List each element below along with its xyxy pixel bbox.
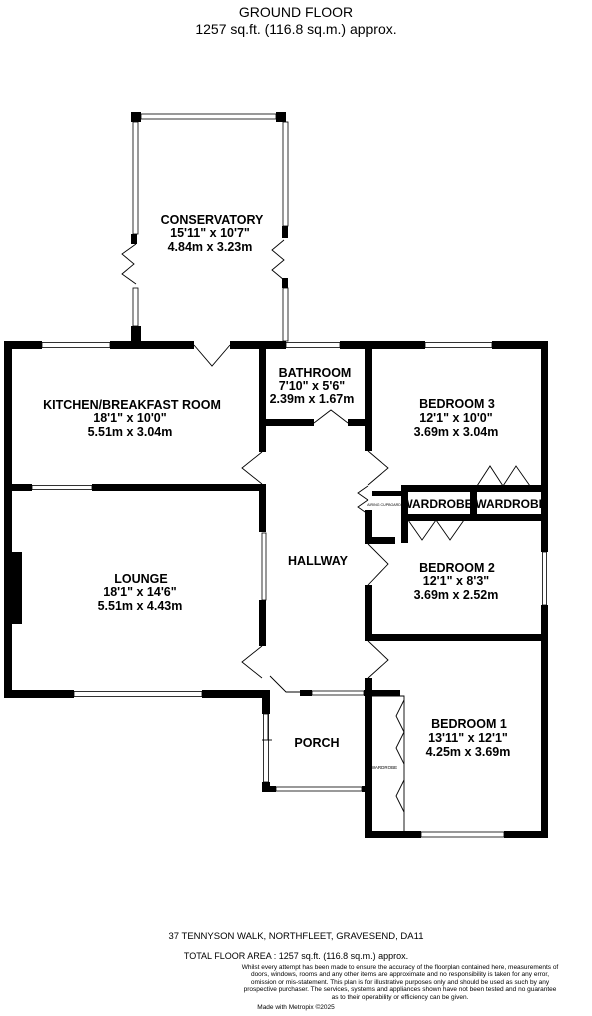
lounge-metric: 5.51m x 4.43m — [98, 599, 183, 613]
bedroom3-label: BEDROOM 3 — [419, 397, 495, 411]
conservatory-metric: 4.84m x 3.23m — [168, 240, 253, 254]
lounge-imperial: 18'1" x 14'6" — [103, 585, 176, 599]
plan-title: GROUND FLOOR — [238, 4, 354, 20]
bedroom2-metric: 3.69m x 2.52m — [414, 588, 499, 602]
doors — [121, 239, 531, 831]
conservatory-imperial: 15'11" x 10'7" — [170, 226, 250, 240]
made-with: Made with Metropix ©2025 — [257, 1004, 335, 1011]
bathroom-label: BATHROOM — [279, 366, 352, 380]
plan-subtitle: 1257 sq.ft. (116.8 sq.m.) approx. — [195, 21, 397, 37]
hallway-label: HALLWAY — [288, 554, 349, 568]
windows — [31, 113, 547, 838]
bathroom-metric: 2.39m x 1.67m — [270, 392, 355, 406]
airing-cupboard-label: AIRING CUPBOARD — [367, 503, 401, 507]
floor-plan: CONSERVATORY 15'11" x 10'7" 4.84m x 3.23… — [4, 112, 548, 838]
kitchen-label: KITCHEN/BREAKFAST ROOM — [43, 398, 221, 412]
lounge-label: LOUNGE — [114, 572, 167, 586]
wardrobe-label-small: WARDROBE — [371, 765, 397, 770]
total-floor-area: TOTAL FLOOR AREA : 1257 sq.ft. (116.8 sq… — [183, 951, 409, 961]
bedroom1-imperial: 13'11" x 12'1" — [428, 731, 508, 745]
bedroom1-metric: 4.25m x 3.69m — [426, 745, 511, 759]
bedroom2-imperial: 12'1" x 8'3" — [423, 574, 490, 588]
wardrobe-label-b: WARDROBE — [475, 497, 546, 511]
bathroom-imperial: 7'10" x 5'6" — [279, 379, 346, 393]
bedroom3-imperial: 12'1" x 10'0" — [419, 411, 492, 425]
walls — [4, 112, 548, 838]
disclaimer: Whilst every attempt has been made to en… — [241, 964, 559, 1001]
bedroom3-metric: 3.69m x 3.04m — [414, 425, 499, 439]
wardrobe-label-a: WARDROBE — [401, 497, 472, 511]
porch-label: PORCH — [294, 736, 339, 750]
kitchen-metric: 5.51m x 3.04m — [88, 425, 173, 439]
bedroom1-label: BEDROOM 1 — [431, 717, 507, 731]
property-address: 37 TENNYSON WALK, NORTHFLEET, GRAVESEND,… — [168, 931, 424, 942]
kitchen-imperial: 18'1" x 10'0" — [93, 411, 166, 425]
conservatory-label: CONSERVATORY — [161, 213, 264, 227]
bedroom2-label: BEDROOM 2 — [419, 561, 495, 575]
